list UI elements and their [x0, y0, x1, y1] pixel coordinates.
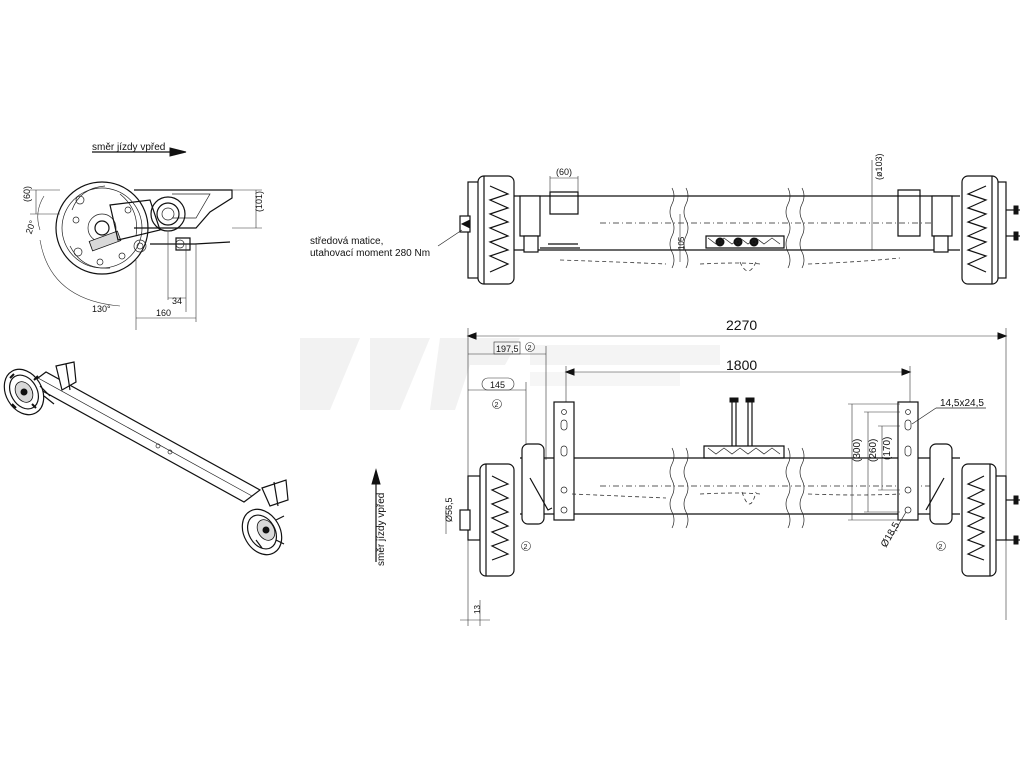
left-drum-plan: 2: [459, 463, 531, 577]
watermark-logo: [300, 338, 720, 410]
front-view-top: (60) (ø103) 105 středová matice, utahova…: [310, 153, 1020, 285]
right-drum-plan: 2: [936, 463, 1020, 577]
direction-arrow-bottom-icon: [371, 468, 381, 485]
dim-260: (260): [868, 439, 879, 462]
plan-view: 2270 1800 197,5 2 145 2: [371, 317, 1020, 626]
dim-offset-13: 13: [473, 605, 482, 614]
dim-hole-dia: Ø18,5: [879, 520, 902, 549]
dim-hole-slot: 14,5x24,5: [940, 398, 984, 409]
direction-label-top: směr jízdy vpřed: [92, 142, 165, 153]
dim-160: 160: [156, 308, 171, 318]
dim-angle-20: 20°: [24, 219, 38, 236]
dim-angle-130: 130°: [92, 304, 111, 314]
isometric-view-axle: [3, 361, 289, 556]
note-2-d: 2: [939, 544, 943, 551]
direction-label-bottom: směr jízdy vpřed: [376, 493, 387, 566]
left-drum-top: [459, 175, 515, 285]
note-2-b: 2: [495, 402, 499, 409]
dim-101: (101): [254, 191, 264, 212]
direction-arrow-top-icon: [169, 147, 187, 157]
note-2-a: 2: [528, 345, 532, 352]
dim-300: (300): [852, 439, 863, 462]
dim-hub-dia: Ø56,5: [444, 497, 454, 522]
note-2-c: 2: [524, 544, 528, 551]
dim-170: (170): [882, 437, 893, 460]
dim-145: 145: [490, 380, 505, 390]
right-drum-top: [961, 175, 1020, 285]
dim-60-top: (60): [556, 167, 572, 177]
center-nut-label-2: utahovací moment 280 Nm: [310, 248, 430, 259]
dim-34: 34: [172, 296, 182, 306]
side-view-brake-drum: směr jízdy vpřed: [22, 142, 264, 330]
dim-60-side: (60): [22, 186, 32, 202]
dim-105: 105: [677, 236, 686, 250]
center-nut-label-1: středová matice,: [310, 236, 383, 247]
dim-total-length: 2270: [726, 317, 757, 333]
dim-tube-dia: (ø103): [874, 153, 884, 180]
dim-spring-center: 1800: [726, 357, 757, 373]
dim-197-5: 197,5: [496, 344, 519, 354]
